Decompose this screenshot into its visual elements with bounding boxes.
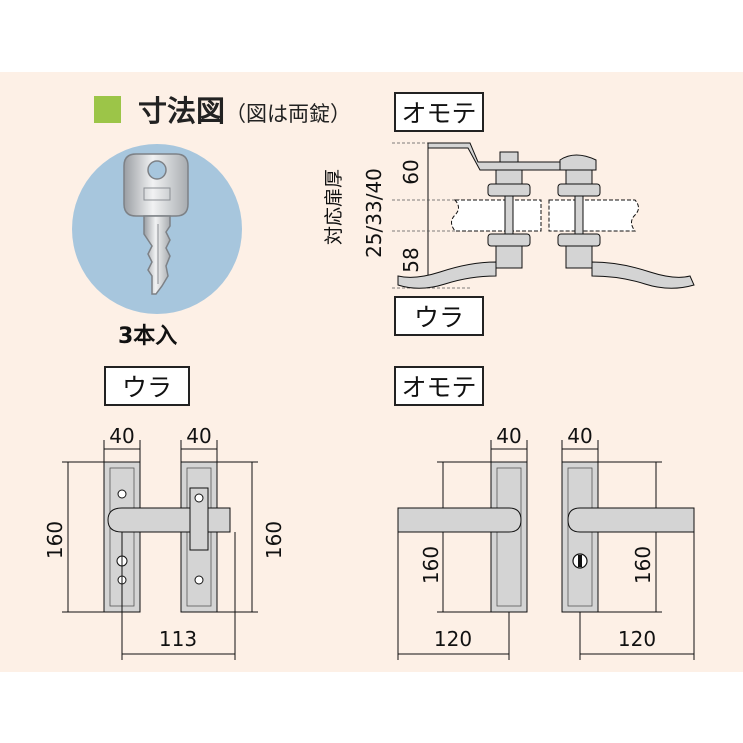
back-width-left: 40 xyxy=(109,424,134,448)
door-thickness-label: 対応扉厚 xyxy=(323,169,345,245)
front-view-tag: オモテ xyxy=(394,366,484,406)
section-back-tag: ウラ xyxy=(394,296,484,336)
front-height-left: 160 xyxy=(419,546,443,584)
back-height-right: 160 xyxy=(262,521,286,559)
back-height-left: 160 xyxy=(43,521,67,559)
back-center-distance: 113 xyxy=(159,627,197,651)
back-width-right: 40 xyxy=(186,424,211,448)
front-width-left: 40 xyxy=(496,424,521,448)
page-title: 寸法図（図は両錠） xyxy=(138,88,351,130)
key-photo xyxy=(72,144,242,314)
back-view: 40 40 160 160 113 xyxy=(43,424,286,660)
heading-marker xyxy=(94,96,121,123)
key-caption: 3本入 xyxy=(118,324,178,349)
front-height-right: 160 xyxy=(631,546,655,584)
page-title-main: 寸法図 xyxy=(138,94,226,128)
key-icon xyxy=(123,153,189,295)
section-front-tag: オモテ xyxy=(394,92,484,132)
section-dim-bottom: 58 xyxy=(399,247,423,272)
front-view: 40 40 160 160 120 120 xyxy=(397,424,695,660)
page-title-sub: （図は両錠） xyxy=(225,102,352,126)
door-thickness-values: 25/33/40 xyxy=(362,168,386,258)
section-view: 60 58 対応扉厚 25/33/40 xyxy=(323,142,695,289)
front-lever-right: 120 xyxy=(618,627,656,651)
front-lever-left: 120 xyxy=(434,627,472,651)
section-dim-top: 60 xyxy=(399,159,423,184)
front-width-right: 40 xyxy=(567,424,592,448)
back-view-tag: ウラ xyxy=(104,366,190,406)
